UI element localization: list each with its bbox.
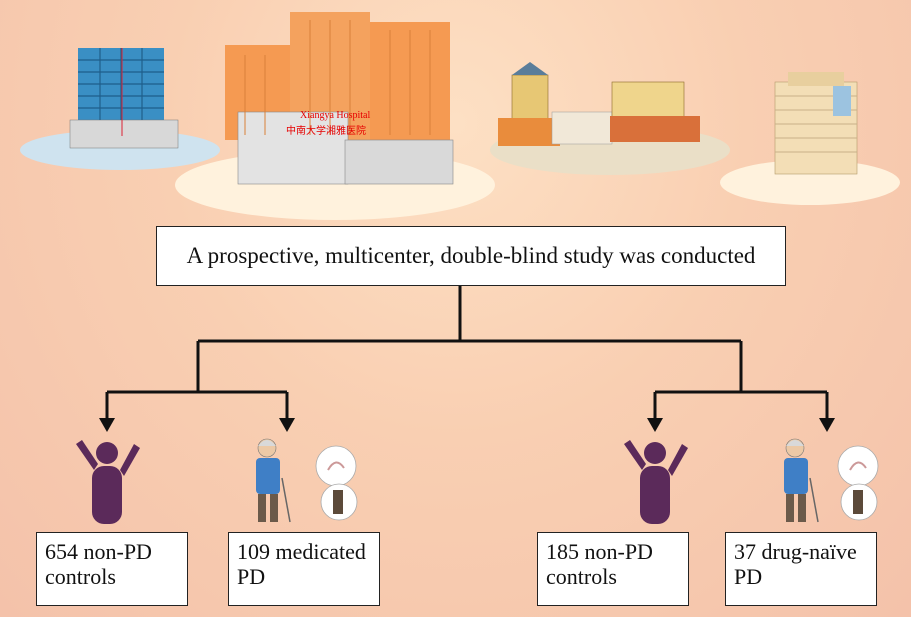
group-count-label: 109 medicated <box>237 539 366 564</box>
hospital-label-en: Xiangya Hospital <box>300 110 371 121</box>
flow-arrowheads <box>99 418 835 432</box>
hospital-label-cn: 中南大学湘雅医院 <box>286 126 366 137</box>
group-box-medicated-pd: 109 medicated PD <box>228 532 380 606</box>
hospital-building-blue-icon <box>69 48 179 149</box>
person-arms-raised-icon <box>624 440 688 524</box>
elderly-patient-icon <box>784 438 879 523</box>
group-type-label: controls <box>546 564 617 590</box>
study-title-text: A prospective, multicenter, double-blind… <box>186 242 756 268</box>
person-arms-raised-icon <box>76 440 140 524</box>
group-box-nonpd-controls-1: 654 non-PD controls <box>36 532 188 606</box>
group-type-label: PD <box>237 564 266 590</box>
flow-connectors <box>105 286 829 420</box>
study-title-box: A prospective, multicenter, double-blind… <box>156 226 786 286</box>
elderly-patient-icon <box>256 438 358 523</box>
group-type-label: controls <box>45 564 116 590</box>
group-count-label: 185 non-PD <box>546 539 653 564</box>
group-type-label: PD <box>734 564 763 590</box>
hospital-building-campus-icon <box>498 62 700 146</box>
group-box-drug-naive-pd: 37 drug-naïve PD <box>725 532 877 606</box>
hospital-building-orange-icon <box>225 12 454 185</box>
group-box-nonpd-controls-2: 185 non-PD controls <box>537 532 689 606</box>
group-count-label: 654 non-PD <box>45 539 152 564</box>
hospital-building-tall-icon <box>774 72 858 175</box>
group-count-label: 37 drug-naïve <box>734 539 857 564</box>
